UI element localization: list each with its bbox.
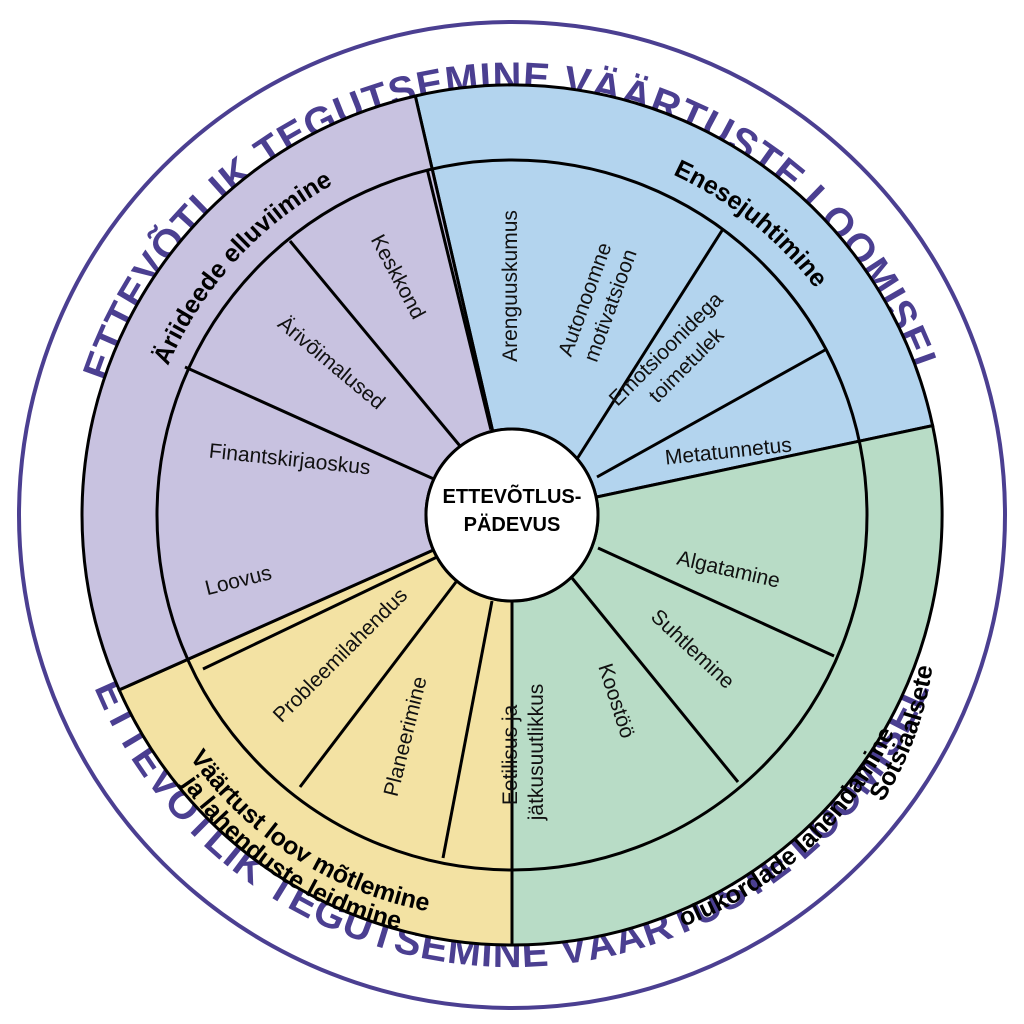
spoke-line	[184, 365, 437, 482]
inner-ring-boundary	[155, 158, 869, 872]
competence-eetilisus-jatkusuutlikkus: Eetilisus ja jätkusuutlikkus	[499, 684, 548, 822]
spoke-line	[441, 600, 494, 859]
center-label-line1: ETTEVÕTLUS-	[443, 484, 582, 508]
competence-arenguuskumus: Arenguuskumus	[499, 210, 522, 362]
spoke-line	[426, 170, 493, 430]
spoke-line	[575, 228, 725, 460]
center-circle	[424, 427, 600, 603]
spoke-line	[596, 348, 826, 479]
spoke-line	[597, 546, 835, 658]
spokes	[184, 170, 835, 859]
spoke-line	[570, 577, 740, 783]
center-label-line2: PÄDEVUS	[464, 513, 561, 536]
spoke-line	[288, 240, 462, 447]
spoke-line	[202, 555, 438, 671]
spoke-line	[298, 581, 458, 788]
